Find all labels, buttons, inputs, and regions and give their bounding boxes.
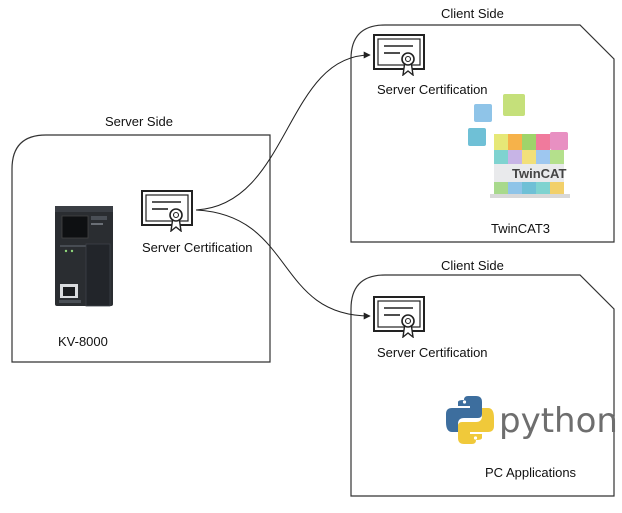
certificate-icon: [373, 34, 425, 76]
server-side-box: [11, 134, 271, 363]
client-side-heading-twincat: Client Side: [441, 6, 504, 21]
plc-device-image: [55, 206, 113, 307]
client-python-box: [350, 274, 615, 497]
server-cert-label: Server Certification: [142, 240, 253, 255]
server-side-heading: Server Side: [105, 114, 173, 129]
device-name-label: KV-8000: [58, 334, 108, 349]
certificate-icon: [373, 296, 425, 338]
twincat-logo-text: TwinCAT: [512, 166, 566, 181]
python-app-label: PC Applications: [485, 465, 577, 480]
connector-to-twincat: [195, 51, 371, 211]
twincat-cube-logo: TwinCAT: [468, 94, 570, 198]
connector-to-python: [195, 209, 371, 320]
client-twincat-box: [350, 24, 615, 243]
python-cert-label: Server Certification: [377, 345, 488, 360]
python-logo: python: [446, 396, 618, 444]
python-logo-text: python: [499, 401, 618, 441]
client-side-heading-python: Client Side: [441, 258, 504, 273]
certificate-icon: [141, 190, 193, 232]
twincat-cert-label: Server Certification: [377, 82, 488, 97]
twincat-app-label: TwinCAT3: [491, 221, 550, 236]
